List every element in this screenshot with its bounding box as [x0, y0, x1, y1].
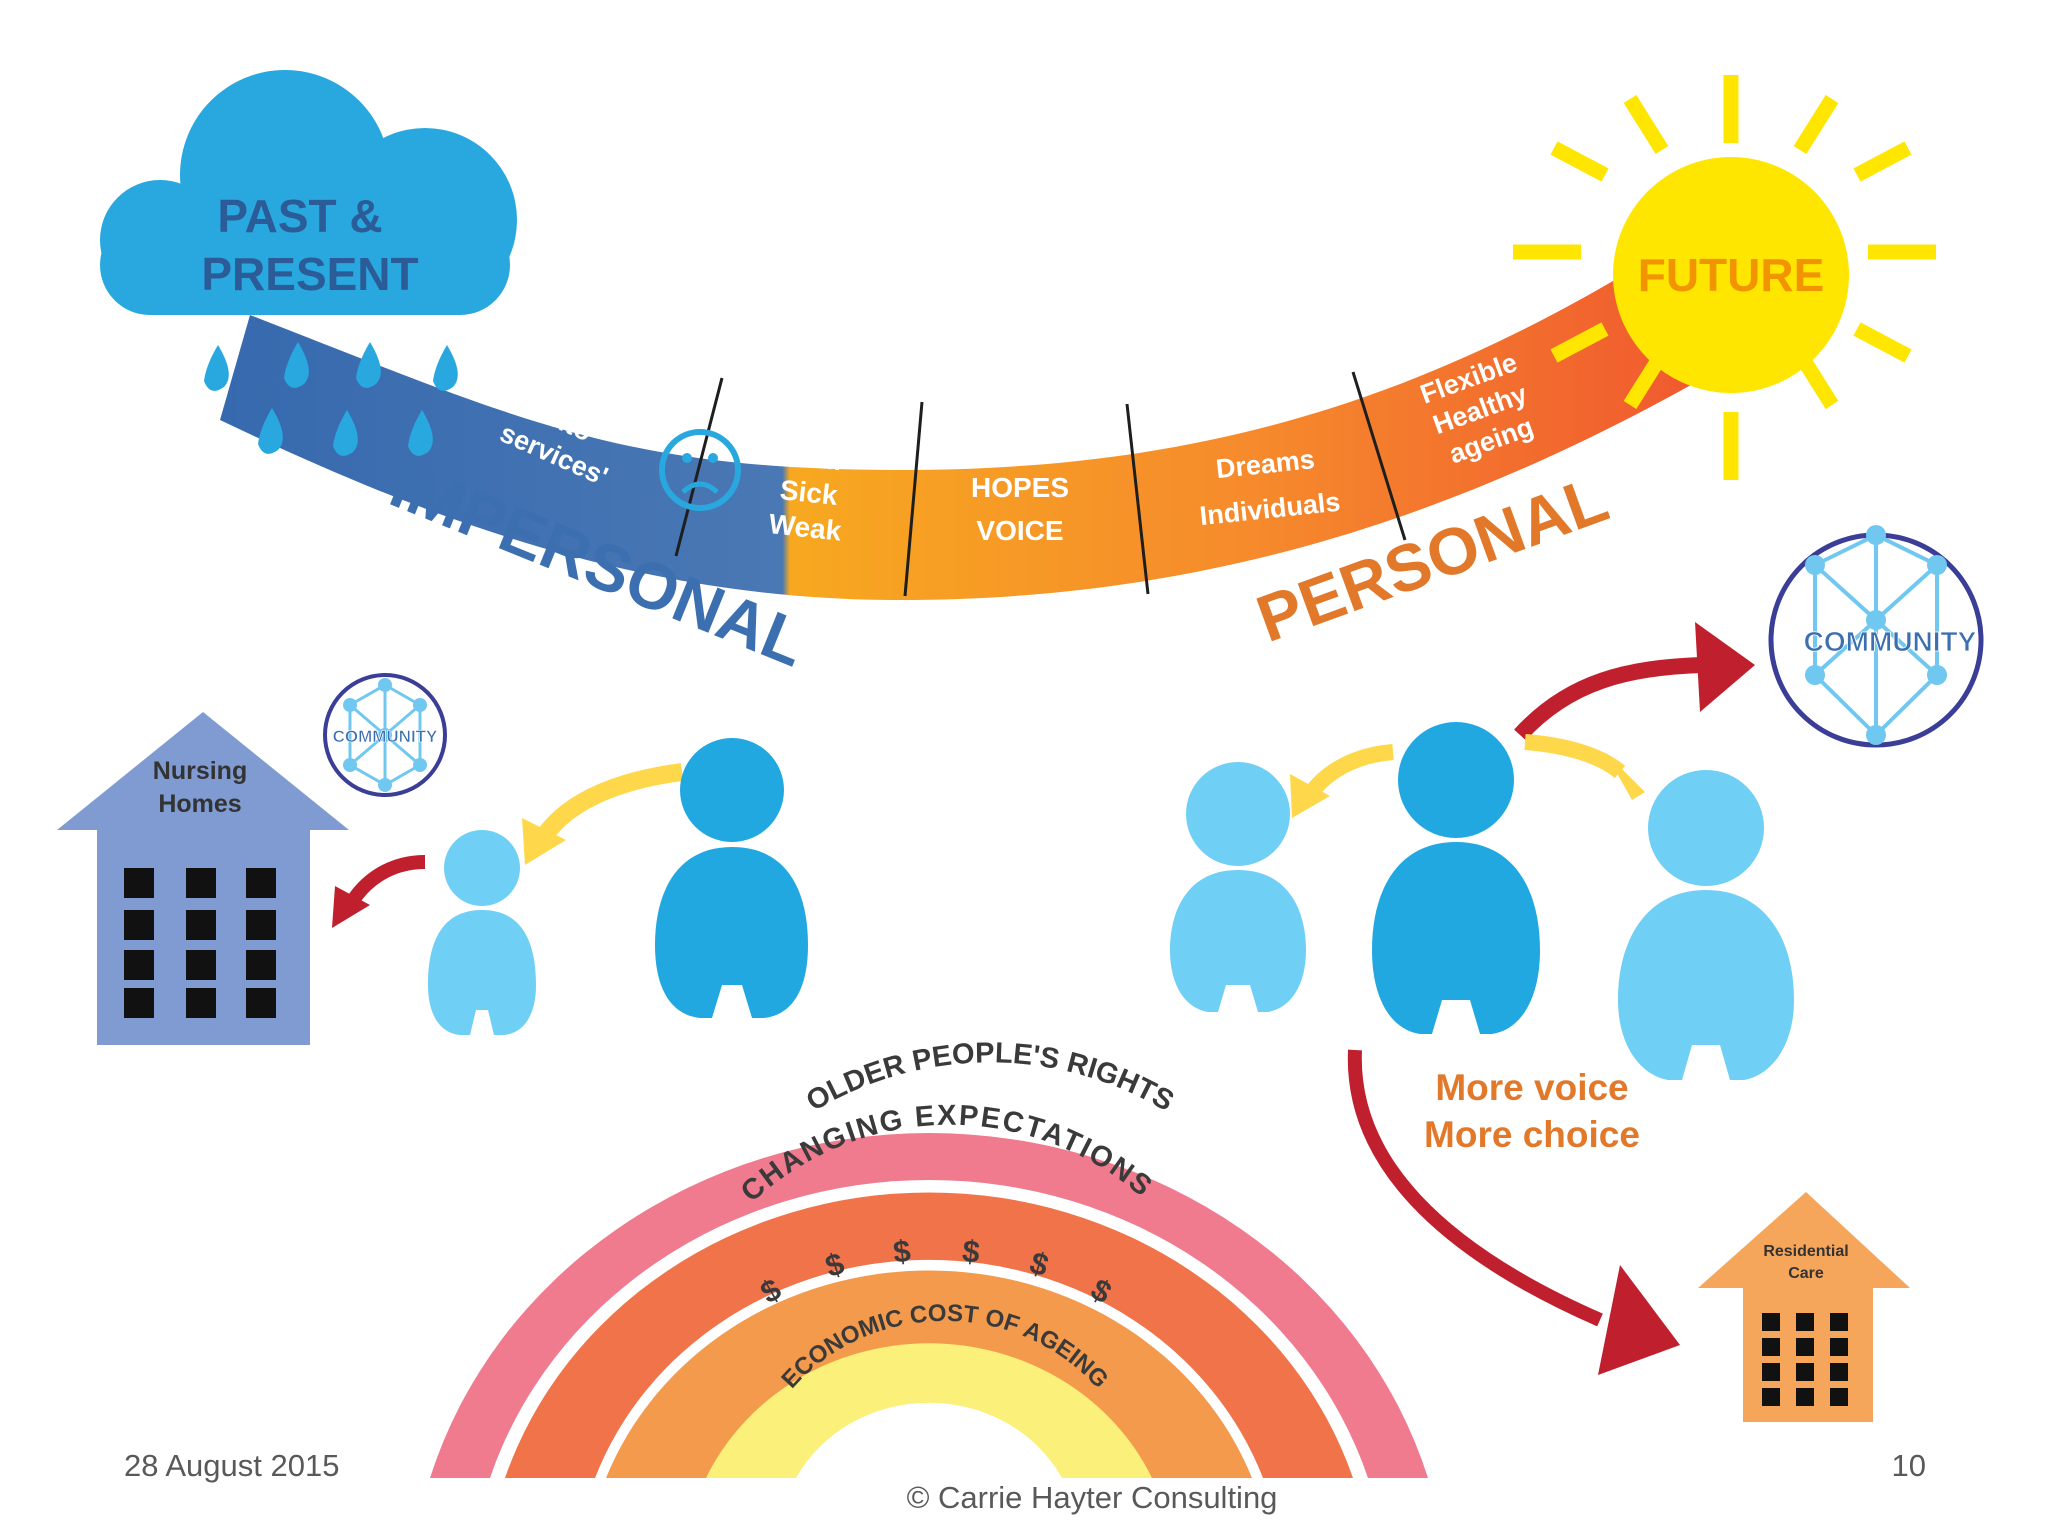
community-badge-large: COMMUNITY [1768, 525, 1984, 748]
timeline-band [220, 265, 1700, 600]
yellow-arrow-right-left [1290, 744, 1394, 818]
person-small-left [428, 830, 536, 1035]
page-number: 10 [1891, 1448, 1926, 1483]
red-arrow-to-community [1514, 622, 1755, 741]
residential-care-building: Residential Care [1698, 1192, 1910, 1422]
voice-text: VOICE [976, 515, 1063, 546]
dollar-sign: $ [891, 1233, 912, 1270]
red-arrow-to-nursing-home [332, 855, 426, 928]
community-badge-small: COMMUNITY [323, 673, 447, 797]
care-label: Care [1788, 1265, 1824, 1282]
sun-icon: FUTURE [1513, 75, 1936, 480]
raindrops-icon [204, 342, 458, 456]
footer-copyright: © Carrie Hayter Consulting [906, 1480, 1278, 1515]
red-arrow-to-residential-care [1347, 1049, 1680, 1375]
future-label: FUTURE [1638, 249, 1825, 301]
rain-cloud-icon: PAST & PRESENT [100, 70, 517, 315]
band-segment-flexible: Flexible Healthy ageing [1416, 347, 1537, 469]
hopes-text: HOPES [971, 472, 1069, 503]
person-large-left [655, 738, 808, 1018]
homes-label: Homes [158, 790, 241, 818]
sad-face-icon [659, 429, 741, 511]
band-segment-frail: Frail Sick Weak [767, 439, 843, 546]
yellow-arrow-right-right [1524, 734, 1645, 800]
community-large-label: COMMUNITY [1804, 626, 1977, 657]
more-choice-label: More choice [1424, 1114, 1640, 1155]
past-present-line-2: PRESENT [201, 248, 418, 300]
frail-line-2: Sick [779, 474, 840, 511]
community-small-label: COMMUNITY [333, 727, 438, 746]
footer-date: 28 August 2015 [124, 1448, 340, 1483]
dollar-sign: $ [961, 1233, 982, 1270]
yellow-arrow-left [522, 763, 684, 865]
band-segment-hopes: HOPES VOICE [971, 472, 1069, 546]
residential-label: Residential [1763, 1243, 1848, 1260]
rainbow [430, 1133, 1428, 1478]
past-present-line-1: PAST & [217, 190, 382, 242]
person-right-center [1372, 722, 1540, 1034]
nursing-home-building: Nursing Homes [57, 712, 349, 1045]
more-voice-label: More voice [1435, 1067, 1628, 1108]
frail-line-1: Frail [781, 439, 843, 476]
person-right-right [1618, 770, 1794, 1080]
person-right-left [1170, 762, 1306, 1012]
frail-line-3: Weak [767, 508, 843, 546]
nursing-label: Nursing [153, 757, 247, 785]
